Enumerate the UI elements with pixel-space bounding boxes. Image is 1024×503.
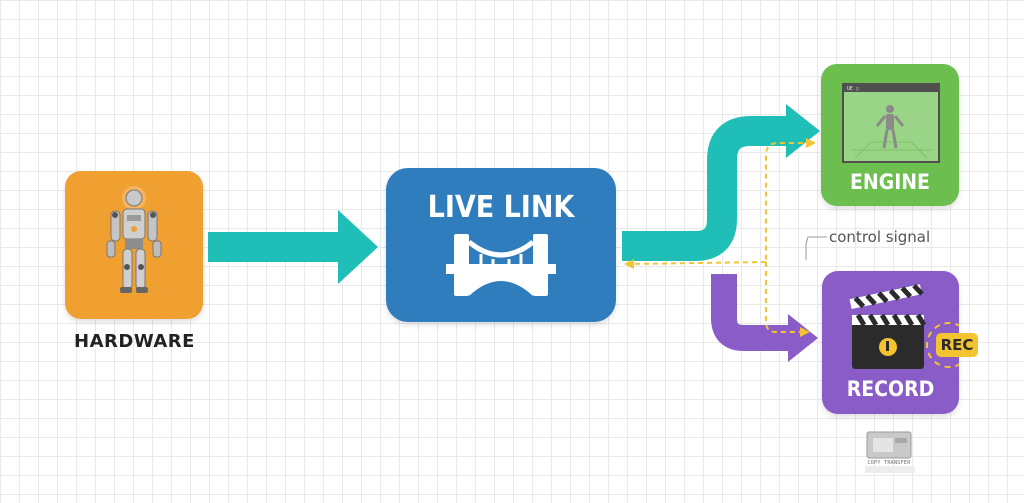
control-signal-label: control signal [829, 228, 931, 246]
clapperboard-icon [849, 283, 959, 369]
live-link-node[interactable]: LIVE LINK [386, 168, 616, 322]
rec-badge-icon: REC [936, 333, 978, 357]
engine-viewport-icon [842, 83, 940, 163]
dashed-arrowhead-livelink [624, 259, 634, 269]
edge-control-signal-dashed [629, 142, 812, 333]
engine-viewport-caption: UE ▢ [847, 86, 860, 92]
live-link-label: LIVE LINK [427, 190, 575, 225]
edge-livelink-to-record [711, 274, 818, 362]
record-label: RECORD [846, 377, 935, 401]
control-signal-leader [805, 236, 827, 260]
edge-hardware-to-livelink [208, 210, 378, 284]
engine-label: ENGINE [850, 170, 930, 194]
edge-livelink-to-engine [622, 104, 820, 261]
hardware-label: HARDWARE [74, 331, 195, 352]
bridge-icon [446, 234, 556, 296]
dashed-arrowhead-engine [806, 138, 816, 148]
hardware-node[interactable] [65, 171, 203, 319]
engine-node[interactable]: ENGINE [821, 64, 959, 206]
dashed-arrowhead-record [800, 327, 810, 337]
media-card-caption: COPY TRANSFER [867, 460, 911, 466]
media-card-icon [865, 431, 915, 473]
robot-figure-icon [106, 186, 162, 293]
